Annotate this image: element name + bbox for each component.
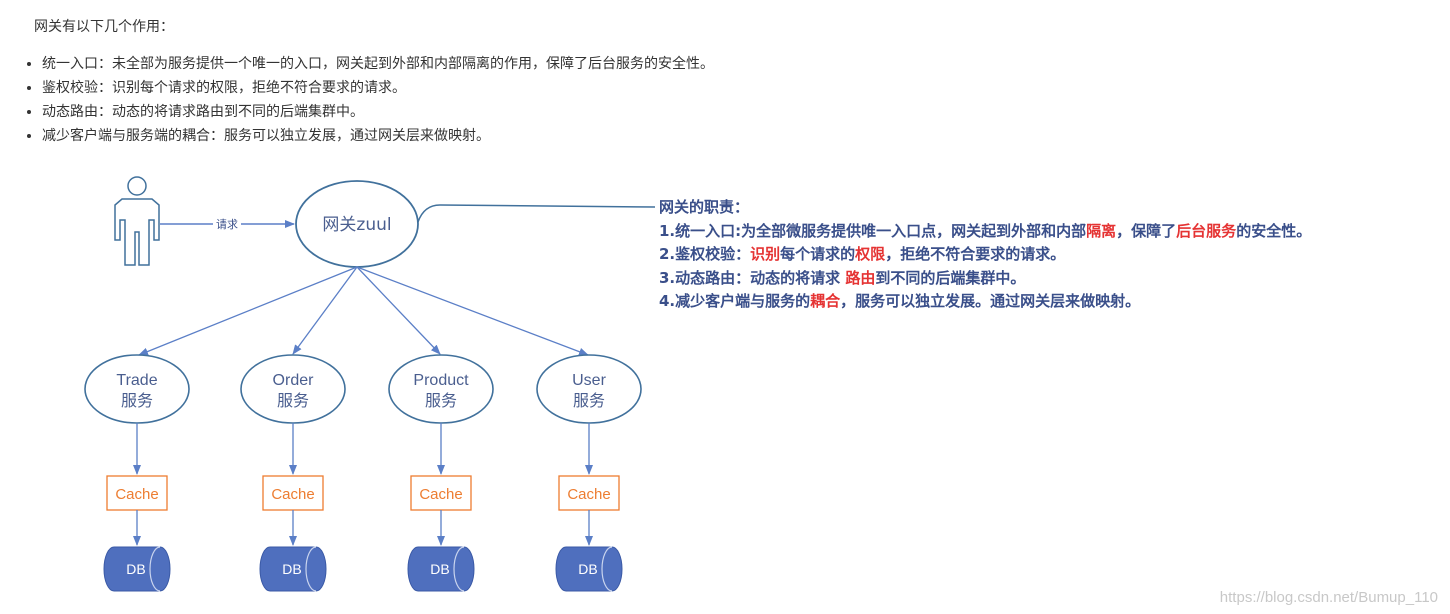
db-label: DB	[578, 561, 597, 577]
route-arrow	[356, 266, 589, 356]
gateway-duties: 网关的职责： 1.统一入口:为全部微服务提供唯一入口点，网关起到外部和内部隔离，…	[659, 196, 1311, 314]
cache-box	[558, 475, 620, 511]
list-item: 鉴权校验：识别每个请求的权限，拒绝不符合要求的请求。	[42, 76, 714, 100]
service-suffix: 服务	[573, 391, 605, 410]
db-label: DB	[126, 561, 145, 577]
list-item: 减少客户端与服务端的耦合：服务可以独立发展，通过网关层来做映射。	[42, 124, 714, 148]
gateway-label: 网关zuul	[322, 215, 391, 235]
service-name: User	[572, 372, 606, 389]
duty-highlight: 识别	[750, 245, 781, 263]
service-node	[536, 354, 642, 424]
watermark: https://blog.csdn.net/Bumup_110	[1219, 589, 1438, 606]
service-name: Order	[273, 372, 315, 389]
duty-text: ，拒绝不符合要求的请求。	[885, 245, 1066, 263]
service-name: Trade	[116, 372, 157, 389]
service-column-trade: Trade 服务 Cache DB	[84, 354, 190, 592]
duty-text: ，保障了	[1116, 221, 1177, 240]
cache-label: Cache	[271, 486, 314, 503]
duty-text: 2.鉴权校验：	[659, 245, 751, 263]
service-column-user: User 服务 Cache DB	[536, 354, 642, 592]
duty-text: 4.减少客户端与服务的	[659, 292, 811, 310]
cache-box	[106, 475, 168, 511]
duty-text: 到不同的后端集群中。	[875, 268, 1026, 287]
duty-highlight: 权限	[855, 245, 886, 263]
callout-line	[417, 204, 656, 223]
cache-box	[262, 475, 324, 511]
route-arrow	[292, 266, 358, 355]
list-item: 动态路由：动态的将请求路由到不同的后端集群中。	[42, 100, 714, 124]
duties-title: 网关的职责：	[659, 198, 750, 216]
db-label: DB	[430, 561, 449, 577]
route-arrow	[138, 266, 358, 356]
duty-highlight: 后台服务	[1176, 221, 1237, 240]
duty-line-3: 3.动态路由：动态的将请求 路由到不同的后端集群中。	[659, 267, 1311, 291]
duty-text: ，服务可以独立发展。通过网关层来做映射。	[840, 292, 1141, 310]
service-name: Product	[413, 372, 469, 389]
service-suffix: 服务	[277, 391, 309, 410]
cache-box	[410, 475, 472, 511]
service-node	[240, 354, 346, 424]
cache-label: Cache	[567, 486, 610, 503]
duty-line-4: 4.减少客户端与服务的耦合，服务可以独立发展。通过网关层来做映射。	[659, 290, 1311, 314]
intro-text: 网关有以下几个作用：	[34, 19, 174, 35]
request-label: 请求	[216, 218, 238, 231]
service-node	[84, 354, 190, 424]
service-column-order: Order 服务 Cache DB	[240, 354, 346, 592]
duty-text: 的安全性。	[1236, 221, 1312, 240]
cache-label: Cache	[115, 486, 158, 503]
duty-highlight: 路由	[845, 268, 876, 287]
duty-highlight: 隔离	[1086, 221, 1117, 240]
route-arrow	[356, 266, 441, 355]
function-list: 统一入口：未全部为服务提供一个唯一的入口，网关起到外部和内部隔离的作用，保障了后…	[24, 52, 714, 148]
service-suffix: 服务	[121, 391, 153, 410]
service-column-product: Product 服务 Cache DB	[388, 354, 494, 592]
duty-line-2: 2.鉴权校验：识别每个请求的权限，拒绝不符合要求的请求。	[659, 243, 1311, 267]
duty-text: 每个请求的	[780, 245, 856, 263]
user-icon	[114, 176, 160, 266]
cache-label: Cache	[419, 486, 462, 503]
service-node	[388, 354, 494, 424]
service-suffix: 服务	[425, 391, 457, 410]
duty-line-1: 1.统一入口:为全部微服务提供唯一入口点，网关起到外部和内部隔离，保障了后台服务…	[659, 220, 1311, 244]
duty-text: 3.动态路由：动态的将请求	[659, 268, 846, 287]
list-item: 统一入口：未全部为服务提供一个唯一的入口，网关起到外部和内部隔离的作用，保障了后…	[42, 52, 714, 76]
db-label: DB	[282, 561, 301, 577]
duty-text: 1.统一入口:为全部微服务提供唯一入口点，网关起到外部和内部	[659, 221, 1087, 240]
duty-highlight: 耦合	[810, 292, 841, 310]
